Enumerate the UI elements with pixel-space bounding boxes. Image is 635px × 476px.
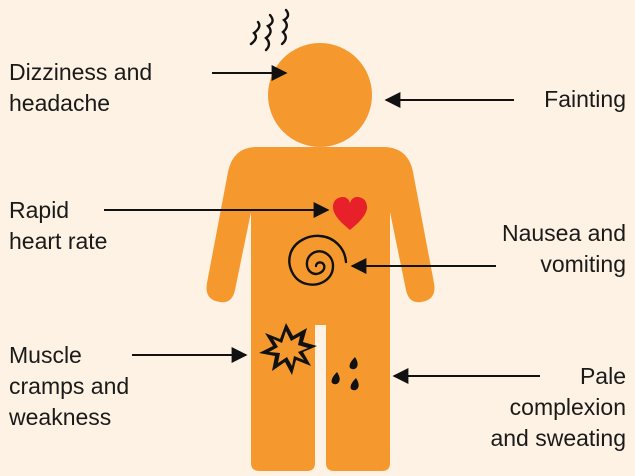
label-nausea-line1: Nausea and bbox=[502, 218, 626, 249]
label-pale-line1: Pale bbox=[490, 361, 626, 392]
label-dizziness-line2: headache bbox=[9, 88, 152, 119]
label-fainting: Fainting bbox=[544, 84, 626, 115]
label-cramps-line2: cramps and bbox=[9, 371, 129, 402]
label-pale: Pale complexion and sweating bbox=[490, 361, 626, 454]
label-nausea-line2: vomiting bbox=[502, 249, 626, 280]
figure-body bbox=[207, 147, 435, 471]
label-pale-line3: and sweating bbox=[490, 423, 626, 454]
label-dizziness-line1: Dizziness and bbox=[9, 57, 152, 88]
label-heart-rate-line1: Rapid bbox=[9, 195, 107, 226]
label-dizziness: Dizziness and headache bbox=[9, 57, 152, 119]
label-fainting-line1: Fainting bbox=[544, 84, 626, 115]
label-heart-rate: Rapid heart rate bbox=[9, 195, 107, 257]
label-cramps-line1: Muscle bbox=[9, 340, 129, 371]
human-figure bbox=[207, 43, 435, 471]
label-pale-line2: complexion bbox=[490, 392, 626, 423]
dizzy-lines-icon bbox=[251, 10, 288, 50]
label-nausea: Nausea and vomiting bbox=[502, 218, 626, 280]
figure-head bbox=[268, 43, 372, 147]
label-cramps-line3: weakness bbox=[9, 402, 129, 433]
label-cramps: Muscle cramps and weakness bbox=[9, 340, 129, 433]
label-heart-rate-line2: heart rate bbox=[9, 226, 107, 257]
